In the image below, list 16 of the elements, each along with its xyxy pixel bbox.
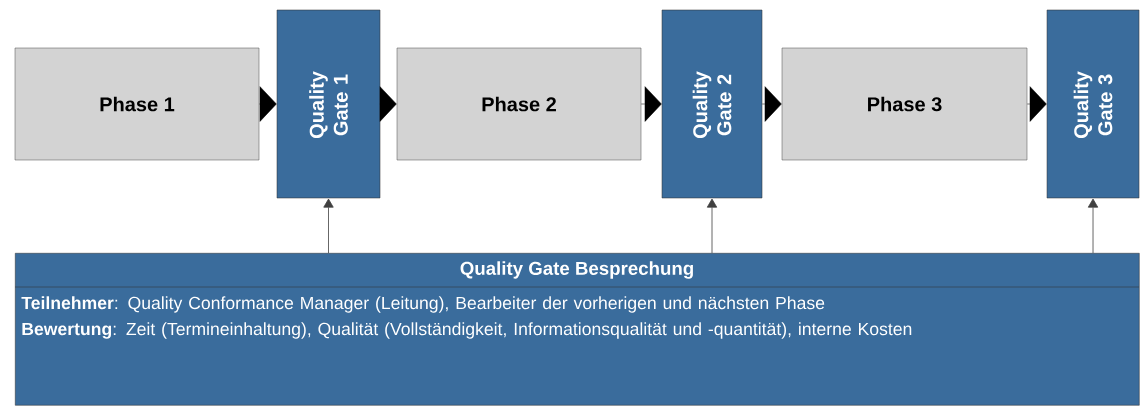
arrow <box>1027 86 1047 122</box>
arrow <box>379 86 397 122</box>
phase-box: Phase 1 <box>14 47 260 161</box>
arrow <box>641 86 662 122</box>
gate-label: Quality Gate 2 <box>692 71 732 139</box>
gate-label: Quality Gate 1 <box>309 71 348 139</box>
arrow <box>1087 198 1099 254</box>
box-text: Teilnehmer: Quality Conformance Manager (Leitung), Bearbeiter der vorherigen und nächsten Phase Bewertung: Zeit (Termineinhaltung), Qualität (Vollständigkeit, Informationsqualität und -quantität), interne Kosten <box>21 296 912 339</box>
arrow <box>706 198 718 254</box>
phase-box: Phase 2 <box>396 47 642 161</box>
arrow <box>762 86 782 122</box>
box-heading: Quality Gate Besprechung <box>460 261 693 279</box>
phase-box: Phase 3 <box>781 47 1028 161</box>
arrow <box>259 86 277 122</box>
arrow <box>323 198 334 254</box>
gate-label: Quality Gate 3 <box>1073 71 1113 139</box>
